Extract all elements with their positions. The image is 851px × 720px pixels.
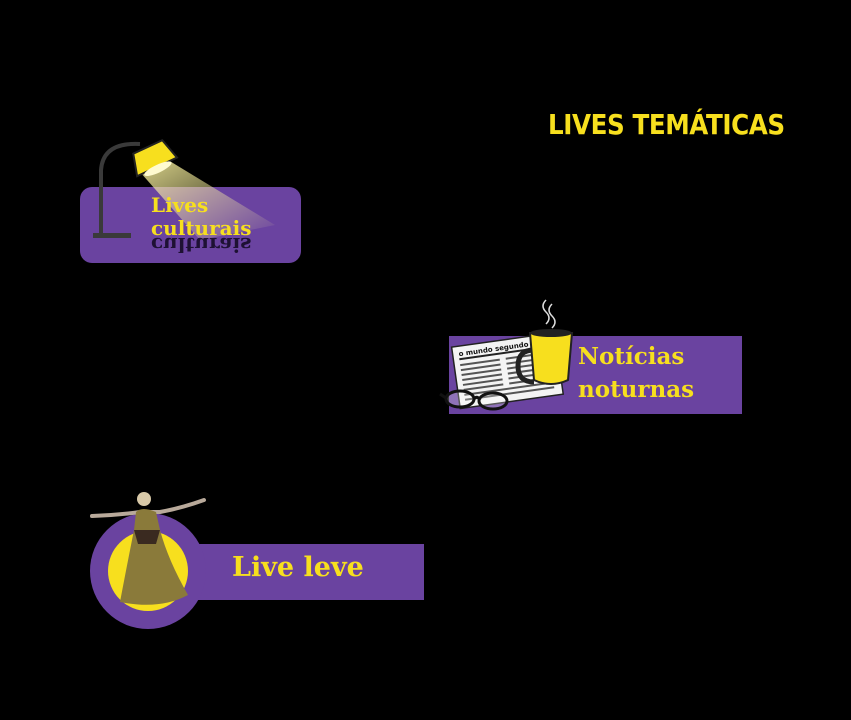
card-lives-culturais-line2: culturais bbox=[151, 216, 252, 240]
card-noticias-noturnas-line1: Notícias bbox=[578, 343, 685, 370]
card-lives-culturais-line1: Lives bbox=[151, 193, 209, 217]
card-live-leve-label: Live leve bbox=[232, 552, 364, 583]
page-title: LIVES TEMÁTICAS bbox=[548, 108, 785, 141]
card-noticias-noturnas-line2: noturnas bbox=[578, 376, 695, 403]
